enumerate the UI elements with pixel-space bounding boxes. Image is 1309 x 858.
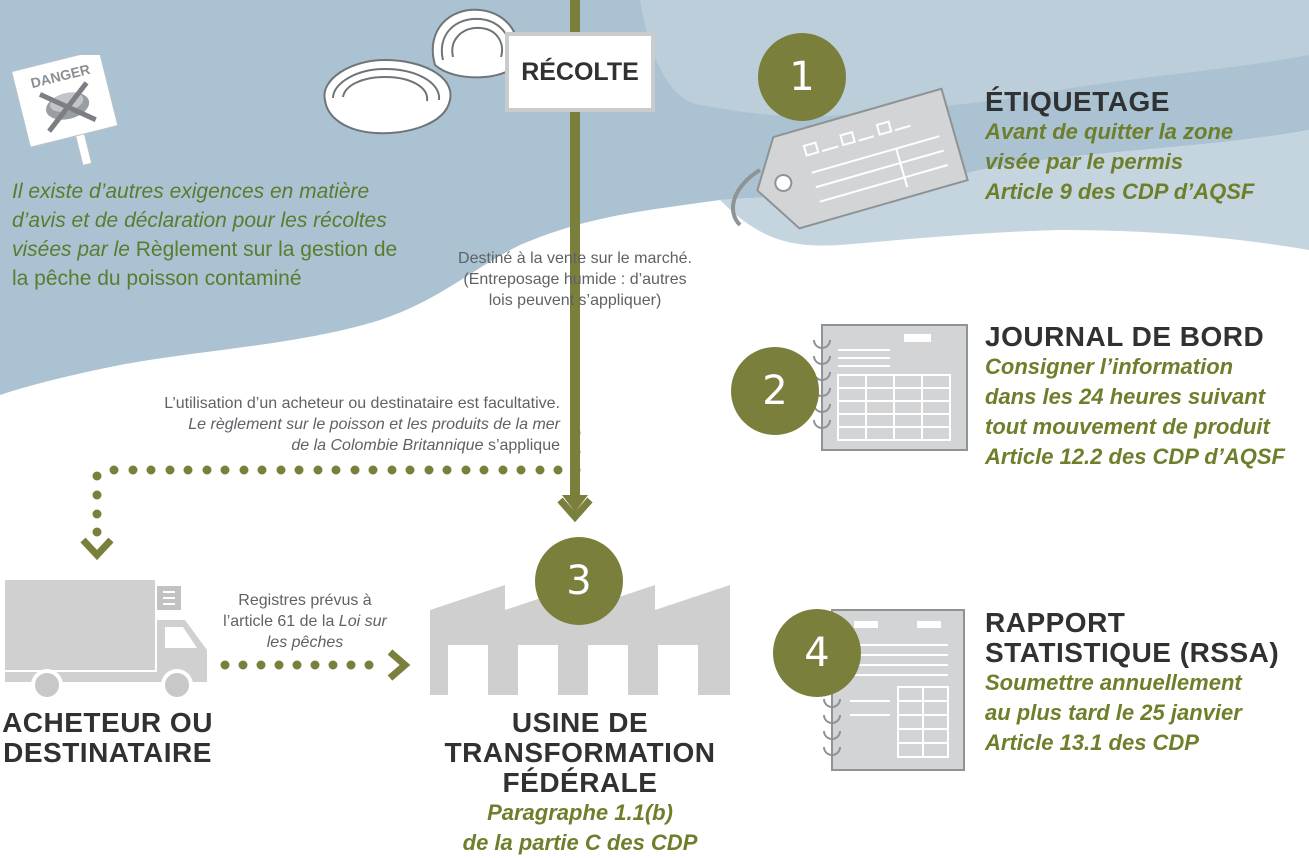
buyer-note-line3-rest: s’applique (487, 437, 560, 454)
market-note-line1: Destiné à la vente sur le marché. (458, 250, 692, 267)
step-3-number: 3 (566, 558, 592, 604)
note-regulation-text: Règlement sur la gestion de la pêche du … (12, 238, 398, 290)
step-1-title: ÉTIQUETAGE (985, 86, 1170, 117)
note-italic-text: Il existe d’autres exigences en matière … (12, 180, 387, 261)
truck-icon (5, 580, 207, 701)
step-4-badge: 4 (773, 609, 861, 697)
step-2-number: 2 (762, 368, 788, 414)
step-1-number: 1 (789, 54, 815, 100)
buyer-note-line1: L’utilisation d’un acheteur ou destinata… (164, 395, 560, 412)
records-note-line3: les pêches (266, 634, 344, 651)
step-2-line1: Consigner l’information (985, 354, 1234, 379)
step-2-line3: tout mouvement de produit (985, 414, 1270, 439)
step-4-text: RAPPORT STATISTIQUE (RSSA) Soumettre ann… (985, 608, 1305, 758)
buyer-optional-note: L’utilisation d’un acheteur ou destinata… (60, 393, 560, 456)
shellfish-icon (323, 8, 520, 135)
plant-label-line2: TRANSFORMATION FÉDÉRALE (444, 737, 716, 798)
step-3-badge: 3 (535, 537, 623, 625)
harvest-signpost: RÉCOLTE (505, 32, 655, 112)
buyer-label-line2: DESTINATAIRE (3, 737, 212, 768)
step-2-title: JOURNAL DE BORD (985, 321, 1265, 352)
step-4-line2: au plus tard le 25 janvier (985, 700, 1242, 725)
records-note: Registres prévus à l’article 61 de la Lo… (210, 590, 400, 653)
market-note-line2: (Entreposage humide : d’autres (463, 271, 687, 288)
records-note-line1: Registres prévus à (238, 592, 372, 609)
plant-label: USINE DE TRANSFORMATION FÉDÉRALE Paragra… (365, 708, 795, 858)
step-4-title-line2: STATISTIQUE (RSSA) (985, 637, 1280, 668)
factory-icon (430, 585, 730, 695)
step-4-number: 4 (804, 630, 830, 676)
plant-label-line1: USINE DE (511, 707, 649, 738)
step-2-line4: Article 12.2 des CDP d’AQSF (985, 444, 1285, 469)
danger-sign: DANGER (8, 49, 119, 166)
step-4-line3: Article 13.1 des CDP (985, 730, 1199, 755)
step-4-title-line1: RAPPORT (985, 607, 1126, 638)
buyer-note-line3-italic: de la Colombie Britannique (291, 437, 484, 454)
buyer-note-line2: Le règlement sur le poisson et les produ… (188, 416, 560, 433)
logbook-icon (813, 324, 968, 451)
buyer-label: ACHETEUR OU DESTINATAIRE (0, 708, 215, 768)
market-note-line3: lois peuvent s’appliquer) (488, 292, 662, 309)
market-note: Destiné à la vente sur le marché. (Entre… (430, 248, 720, 311)
records-note-line2a: l’article 61 de la (223, 613, 335, 630)
records-note-line2b: Loi sur (338, 613, 387, 630)
step-4-line1: Soumettre annuellement (985, 670, 1242, 695)
step-1-text: ÉTIQUETAGE Avant de quitter la zone visé… (985, 87, 1305, 207)
harvest-label: RÉCOLTE (521, 57, 639, 86)
step-1-line3: Article 9 des CDP d’AQSF (985, 179, 1255, 204)
buyer-label-line1: ACHETEUR OU (2, 707, 213, 738)
step-2-text: JOURNAL DE BORD Consigner l’information … (985, 322, 1309, 472)
step-2-badge: 2 (731, 347, 819, 435)
danger-sign-icon (10, 49, 119, 166)
step-1-line1: Avant de quitter la zone (985, 119, 1234, 144)
label-tag-icon (730, 87, 969, 230)
plant-ref-line1: Paragraphe 1.1(b) (487, 800, 673, 825)
step-2-line2: dans les 24 heures suivant (985, 384, 1266, 409)
plant-ref-line2: de la partie C des CDP (462, 830, 698, 855)
step-1-line2: visée par le permis (985, 149, 1184, 174)
step-1-badge: 1 (758, 33, 846, 121)
contaminated-fish-note: Il existe d’autres exigences en matière … (12, 177, 407, 293)
